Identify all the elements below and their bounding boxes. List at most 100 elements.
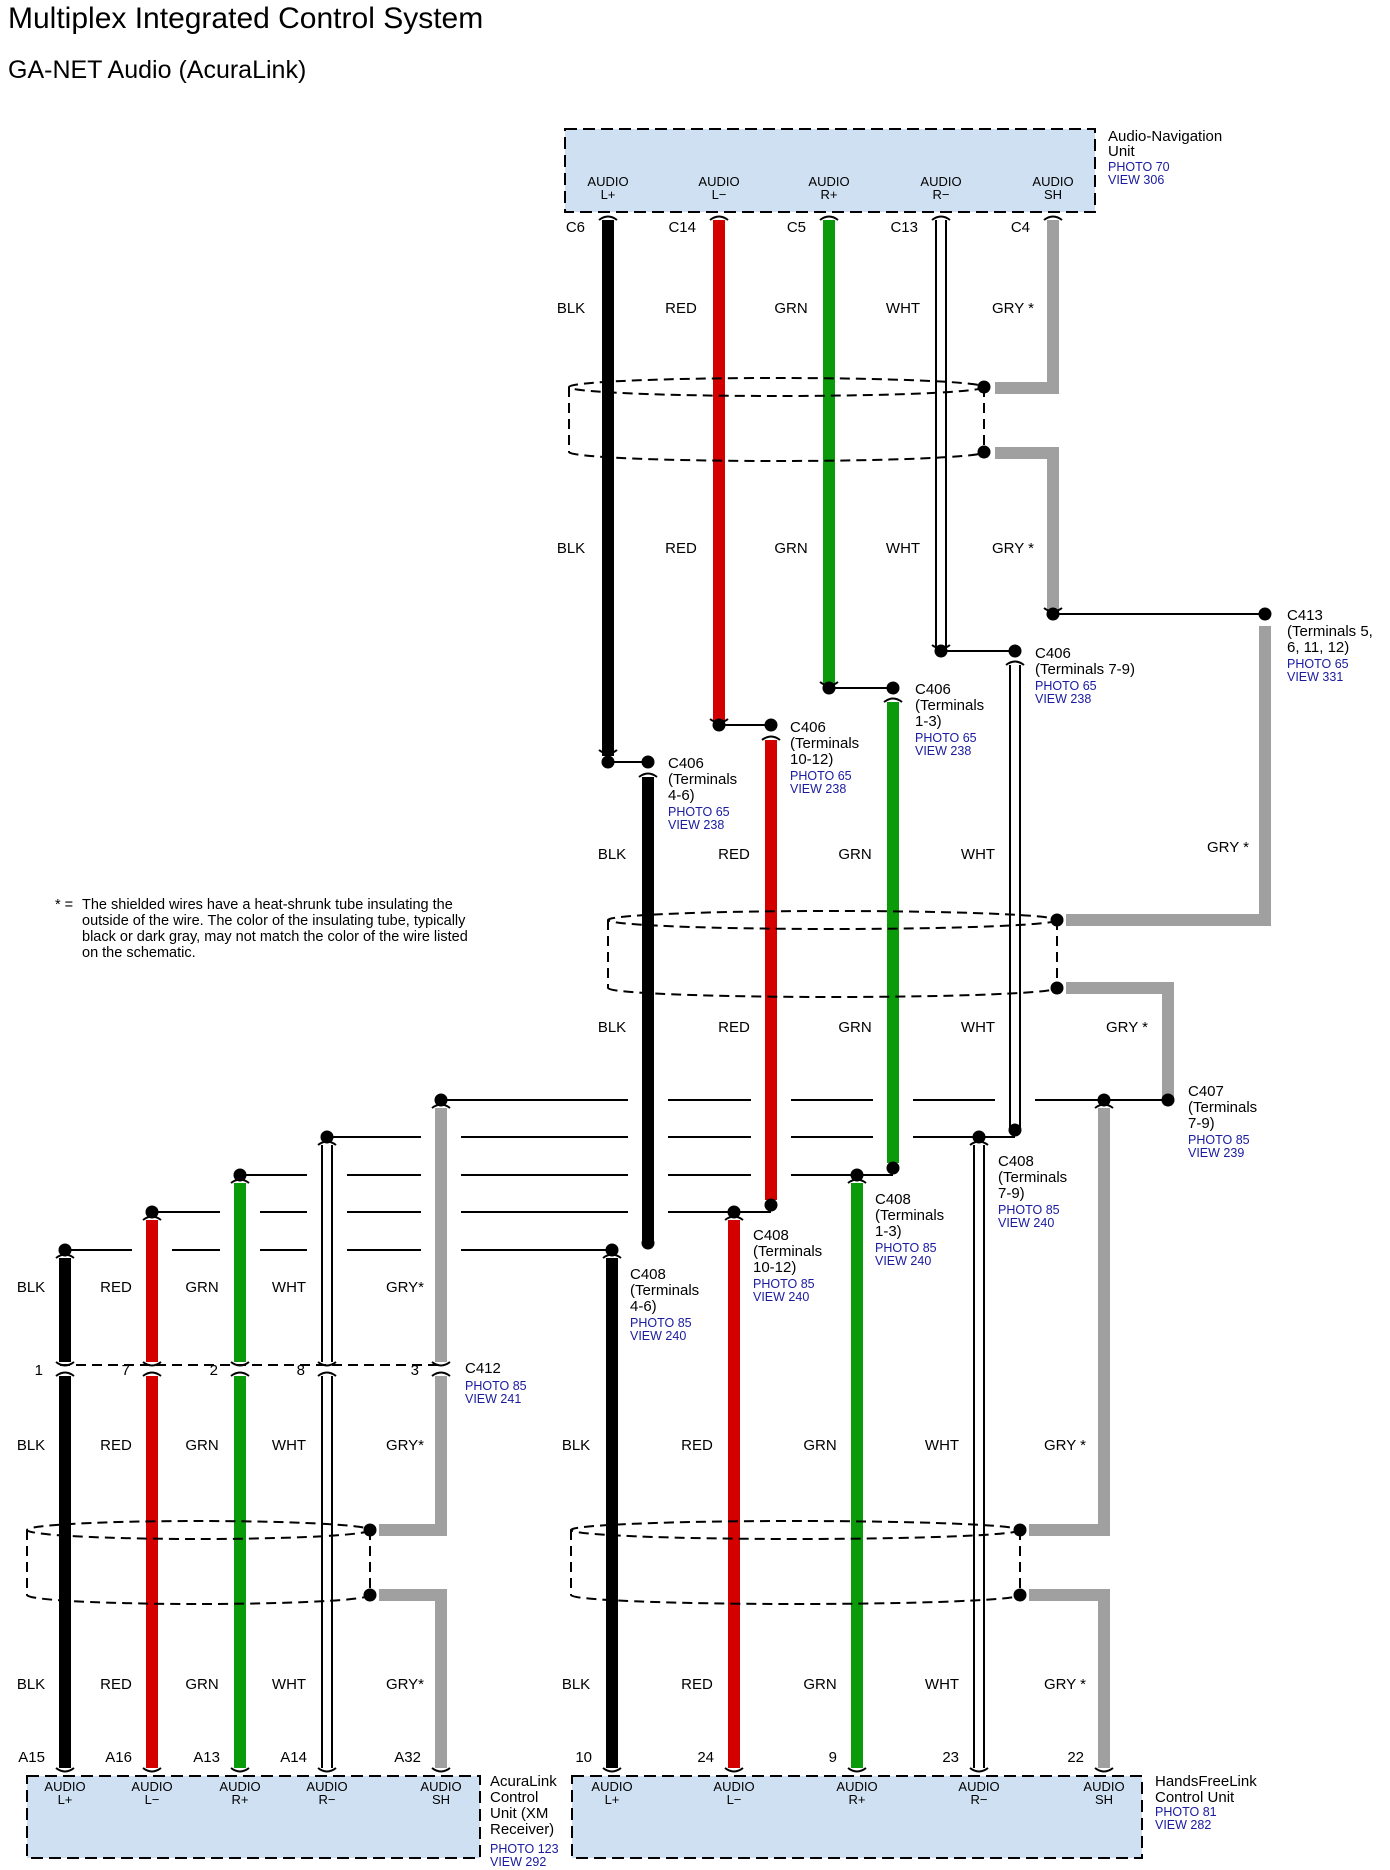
connector-terminals: (Terminals 7-9) xyxy=(1035,661,1135,678)
terminal-cap xyxy=(230,1371,250,1377)
terminal-cap xyxy=(883,697,903,703)
pin-label: R− xyxy=(971,1792,988,1807)
connector-terminals: 1-3) xyxy=(875,1223,902,1240)
junction-dot xyxy=(320,1130,334,1144)
photo-view-ref: PHOTO 85 xyxy=(630,1316,692,1330)
wire-color-label: RED xyxy=(681,1437,713,1454)
unit-name: AcuraLink xyxy=(490,1773,557,1790)
connector-pin: 8 xyxy=(297,1362,305,1379)
wire-color-label: GRN xyxy=(774,540,807,557)
page-subtitle: GA-NET Audio (AcuraLink) xyxy=(8,56,307,84)
terminal-cap xyxy=(819,215,839,221)
pin-cavity: C6 xyxy=(566,219,585,236)
unit-name: Audio-Navigation xyxy=(1108,128,1222,145)
wire-color-label: RED xyxy=(665,540,697,557)
pin-cavity: A16 xyxy=(105,1749,132,1766)
wire-color-label: RED xyxy=(665,300,697,317)
connector-name: C413 xyxy=(1287,607,1323,624)
terminal-cap xyxy=(317,1140,337,1146)
connector-pin: 1 xyxy=(35,1362,43,1379)
junction-dot xyxy=(145,1205,159,1219)
wire-color-label: GRN xyxy=(803,1437,836,1454)
wire-gry xyxy=(379,1376,447,1536)
pin-label: AUDIO xyxy=(587,174,628,189)
junction-dot xyxy=(1008,1123,1022,1137)
pin-label: R+ xyxy=(821,187,838,202)
connector-terminals: 7-9) xyxy=(1188,1115,1215,1132)
terminal-cap xyxy=(761,735,781,741)
connector-terminals: (Terminals xyxy=(998,1169,1067,1186)
pin-label: SH xyxy=(432,1792,450,1807)
photo-view-ref: PHOTO 65 xyxy=(1035,679,1097,693)
photo-view-ref: PHOTO 123 xyxy=(490,1842,559,1856)
terminal-cap xyxy=(55,1371,75,1377)
wire-color-label: RED xyxy=(100,1279,132,1296)
wire-color-label: GRN xyxy=(185,1676,218,1693)
photo-view-ref: VIEW 240 xyxy=(630,1329,686,1343)
connector-pin: 3 xyxy=(411,1362,419,1379)
wire-color-label: GRN xyxy=(838,1019,871,1036)
wire-gry xyxy=(379,1589,447,1768)
connector-terminals: (Terminals xyxy=(630,1282,699,1299)
connector-pin: 2 xyxy=(210,1362,218,1379)
terminal-cap xyxy=(1043,215,1063,221)
photo-view-ref: PHOTO 65 xyxy=(915,731,977,745)
pin-label: L+ xyxy=(601,187,616,202)
pin-label: AUDIO xyxy=(1083,1779,1124,1794)
wire-color-label: RED xyxy=(718,846,750,863)
pin-cavity: C5 xyxy=(787,219,806,236)
connector-name: C408 xyxy=(630,1266,666,1283)
pin-cavity: C14 xyxy=(668,219,696,236)
pin-cavity: A14 xyxy=(280,1749,307,1766)
photo-view-ref: VIEW 239 xyxy=(1188,1146,1244,1160)
terminal-cap xyxy=(55,1767,75,1773)
handsfree-unit-box xyxy=(571,1775,1143,1859)
junction-dot xyxy=(850,1168,864,1182)
terminal-cap xyxy=(602,1767,622,1773)
photo-view-ref: PHOTO 81 xyxy=(1155,1805,1217,1819)
connector-name: C408 xyxy=(753,1227,789,1244)
terminal-cap xyxy=(230,1767,250,1773)
pin-label: L+ xyxy=(605,1792,620,1807)
connector-name: C412 xyxy=(465,1360,501,1377)
junction-dot xyxy=(641,755,655,769)
terminal-cap xyxy=(431,1103,451,1109)
pin-label: L+ xyxy=(58,1792,73,1807)
pin-label: AUDIO xyxy=(958,1779,999,1794)
shield-outline xyxy=(568,377,985,397)
wire-gry xyxy=(1066,982,1174,1100)
wire-gry xyxy=(1029,1108,1110,1536)
shield-outline xyxy=(607,910,1058,930)
wire-color-label: GRY * xyxy=(992,540,1034,557)
photo-view-ref: PHOTO 85 xyxy=(998,1203,1060,1217)
wire-color-label: RED xyxy=(100,1676,132,1693)
pin-cavity: 23 xyxy=(942,1749,959,1766)
terminal-cap xyxy=(969,1140,989,1146)
connector-terminals: 4-6) xyxy=(668,787,695,804)
junction-dot xyxy=(434,1093,448,1107)
pin-label: AUDIO xyxy=(306,1779,347,1794)
shield-outline xyxy=(26,1520,371,1540)
pin-cavity: 24 xyxy=(697,1749,714,1766)
terminal-cap xyxy=(969,1767,989,1773)
wire-color-label: GRY * xyxy=(1044,1437,1086,1454)
wire-color-label: GRN xyxy=(185,1437,218,1454)
photo-view-ref: VIEW 240 xyxy=(998,1216,1054,1230)
terminal-cap xyxy=(1094,1103,1114,1109)
pin-label: AUDIO xyxy=(420,1779,461,1794)
photo-view-ref: PHOTO 65 xyxy=(1287,657,1349,671)
terminal-cap xyxy=(431,1371,451,1377)
junction-dot xyxy=(977,445,991,459)
wire-color-label: WHT xyxy=(961,846,995,863)
wire-color-label: GRN xyxy=(774,300,807,317)
wire-color-label: BLK xyxy=(562,1437,590,1454)
unit-name: Control Unit xyxy=(1155,1789,1235,1806)
connector-terminals: 10-12) xyxy=(790,751,833,768)
pin-cavity: A13 xyxy=(193,1749,220,1766)
junction-dot xyxy=(1050,981,1064,995)
shield-outline xyxy=(26,1594,371,1605)
photo-view-ref: PHOTO 85 xyxy=(1188,1133,1250,1147)
wire-color-label: BLK xyxy=(17,1279,45,1296)
pin-cavity: 22 xyxy=(1067,1749,1084,1766)
terminal-cap xyxy=(602,1253,622,1259)
